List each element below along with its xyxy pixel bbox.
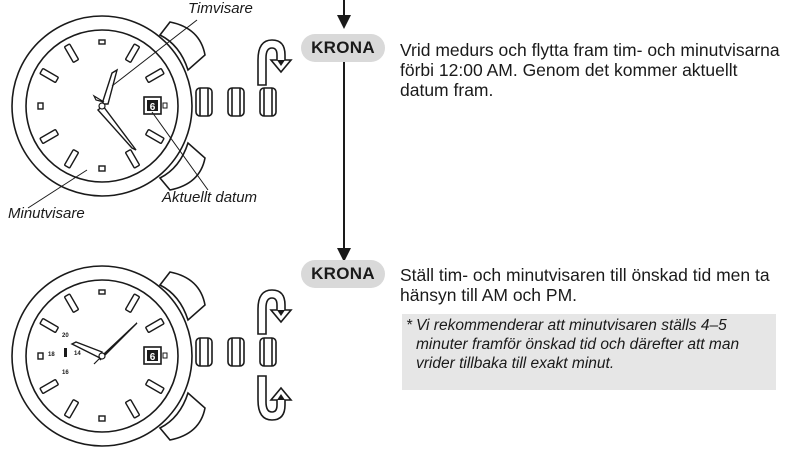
top-watch-crowns [195,87,277,117]
bottom-watch-lower-lug [158,391,206,441]
svg-text:20: 20 [62,333,69,339]
bottom-watch-crowns [195,337,277,367]
top-watch: 6 [11,15,293,197]
step2-crown-badge: KRONA [301,260,385,288]
bottom-watch-upper-lug [158,271,206,322]
top-watch-date-digit: 6 [150,102,156,113]
svg-text:14: 14 [74,351,81,357]
note-text: Vi rekommenderar att minutvisaren ställs… [416,317,740,372]
top-watch-hand-tail [92,94,105,103]
current-date-label: Aktuellt datum [162,189,258,206]
top-watch-upper-lug [158,21,206,72]
recommendation-note: * Vi rekommenderar att minutvisaren stäl… [402,314,776,390]
minute-hand-label: Minutvisare [8,205,85,222]
top-watch-hour-hand [101,68,119,105]
top-watch-lower-lug [158,141,206,191]
bottom-watch-indices [37,289,165,422]
svg-text:18: 18 [48,352,55,358]
bottom-crown-forward-arrow [257,289,293,335]
hour-hand-label: Timvisare [188,0,253,17]
bottom-watch-subdial-marks: 20 18 16 14 [48,333,81,376]
step1-instruction: Vrid medurs och flytta fram tim- och min… [400,40,780,100]
svg-text:16: 16 [62,370,69,376]
top-leader-lines [27,19,209,209]
top-watch-indices [37,39,165,172]
top-crown-rotate-arrow [257,39,293,86]
step2-instruction: Ställ tim- och minutvisaren till önskad … [400,265,770,305]
step1-crown-badge: KRONA [301,34,385,62]
bottom-watch: 6 20 18 16 14 [11,265,293,447]
note-asterisk: * [406,317,413,334]
bottom-watch-date-digit: 6 [150,352,156,363]
bottom-crown-backward-arrow [257,375,293,421]
